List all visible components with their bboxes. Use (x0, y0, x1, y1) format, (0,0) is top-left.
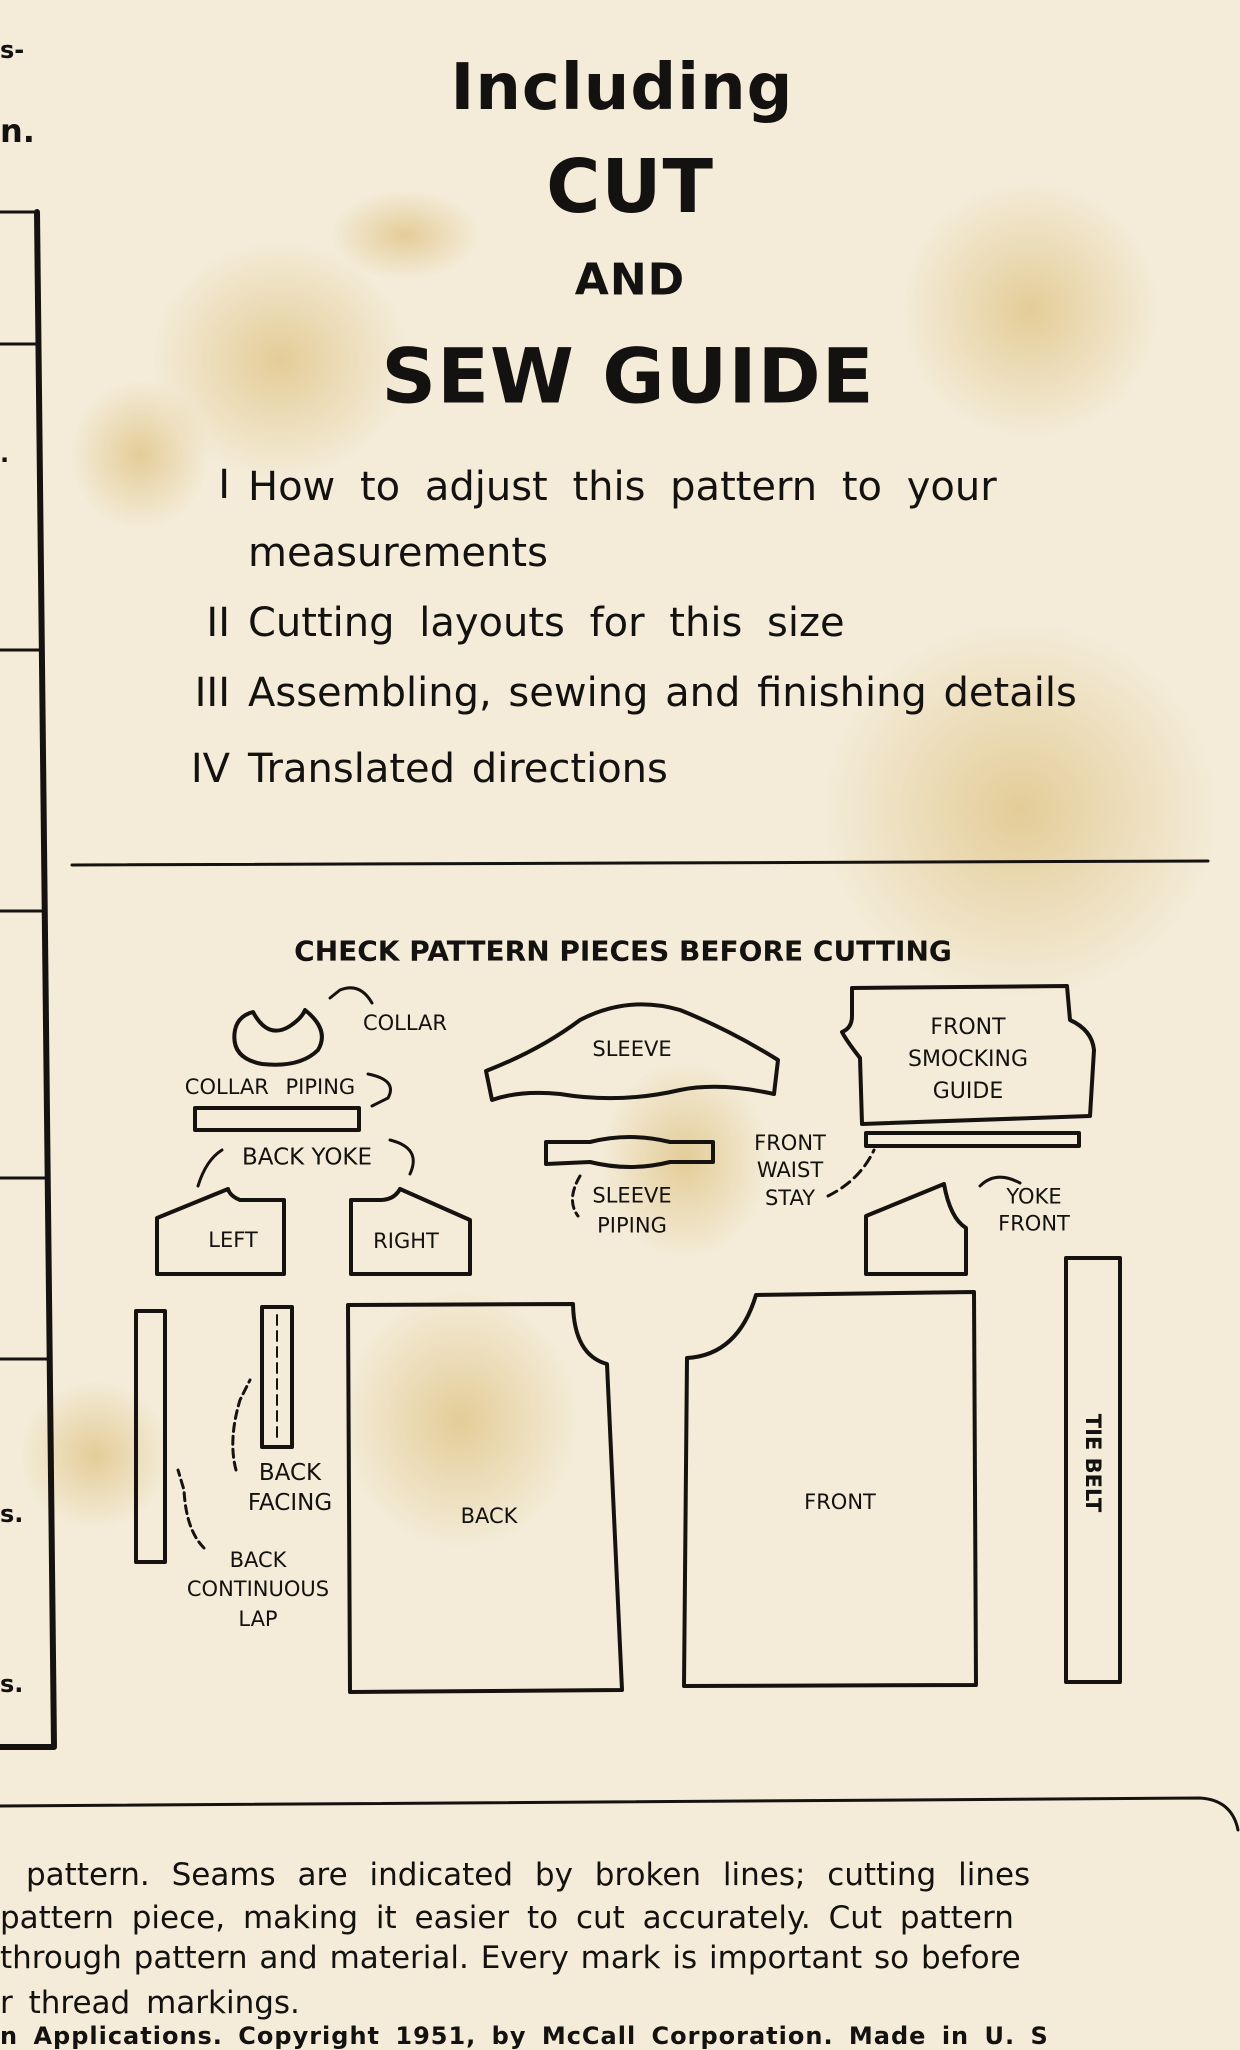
label-front-smocking-guide: FRONT SMOCKING GUIDE (908, 1012, 1028, 1108)
collar-piping-piece (193, 1106, 361, 1132)
label-line: FRONT (998, 1212, 1070, 1236)
instruction-line: pattern piece, making it easier to cut a… (0, 1900, 1014, 1936)
left-box-rule (0, 210, 50, 1361)
label-left: LEFT (208, 1227, 258, 1252)
label-right: RIGHT (373, 1228, 439, 1253)
label-collar: COLLAR (362, 1010, 448, 1035)
label-line: YOKE (1006, 1184, 1062, 1209)
title-sew-guide: SEW GUIDE (381, 331, 875, 421)
label-back-yoke: BACK YOKE (241, 1144, 373, 1171)
label-back-facing: BACK FACING (248, 1459, 332, 1519)
back-yoke-right-piece (349, 1187, 472, 1276)
tie-belt-piece (1064, 1256, 1122, 1684)
label-line: WAIST (756, 1158, 824, 1183)
yoke-front-arrow (978, 1175, 1022, 1188)
label-sleeve-piping: SLEEVE PIPING (592, 1181, 671, 1242)
sleeve-piping-piece (544, 1135, 715, 1169)
label-line: FACING (247, 1490, 333, 1516)
label-tie-belt: TIE BELT (1081, 1413, 1106, 1513)
front-smocking-guide-piece (840, 984, 1096, 1126)
label-back: BACK (460, 1503, 518, 1528)
margin-fragment: n. (0, 112, 35, 150)
copyright-line: n Applications. Copyright 1951, by McCal… (0, 2022, 1049, 2050)
back-yoke-arrow (388, 1138, 415, 1176)
label-line: LAP (238, 1606, 278, 1631)
label-line: STAY (764, 1185, 816, 1210)
title-including: Including (450, 51, 794, 125)
back-continuous-lap-piece (134, 1309, 167, 1564)
title-and: AND (574, 254, 686, 306)
front-piece (682, 1290, 978, 1688)
label-line: SMOCKING (907, 1047, 1029, 1073)
section-divider (70, 859, 1210, 867)
back-facing-piece (260, 1305, 294, 1449)
contents-number: III (194, 670, 230, 716)
sleeve-piping-arrow (571, 1174, 582, 1218)
collar-arrow (328, 986, 374, 1005)
label-sleeve: SLEEVE (592, 1036, 672, 1061)
contents-text: How to adjust this pattern to your measu… (248, 464, 997, 576)
label-line: CONTINUOUS (186, 1577, 330, 1602)
pieces-heading: CHECK PATTERN PIECES BEFORE CUTTING (294, 934, 952, 968)
contents-number: IV (190, 746, 230, 792)
title-cut: CUT (546, 144, 714, 230)
sleeve-piece (484, 1002, 780, 1102)
back-yoke-left-piece (155, 1187, 286, 1276)
label-front-waist-stay: FRONT WAIST STAY (754, 1130, 826, 1212)
label-line: FRONT (754, 1131, 826, 1156)
label-line: PIPING (597, 1214, 667, 1238)
label-line: SLEEVE (592, 1183, 672, 1208)
label-back-continuous-lap: BACK CONTINUOUS LAP (187, 1546, 329, 1634)
bottom-box-border (0, 1796, 1240, 1832)
margin-fragment: . (0, 440, 10, 468)
back-piece (346, 1302, 624, 1694)
contents-number: I (218, 462, 230, 508)
yoke-front-piece (864, 1182, 968, 1276)
label-line: BACK (229, 1547, 287, 1572)
contents-text: Translated directions (248, 746, 668, 792)
front-waist-stay-piece (864, 1131, 1081, 1148)
contents-text: Cutting layouts for this size (248, 600, 845, 646)
label-yoke-front: YOKE FRONT (998, 1184, 1070, 1239)
back-facing-arrow (231, 1378, 252, 1472)
margin-fragment: s- (0, 36, 25, 64)
label-line: GUIDE (932, 1078, 1004, 1104)
margin-fragment: s. (0, 1500, 24, 1528)
back-yoke-arrow (196, 1148, 224, 1188)
contents-text: Assembling, sewing and finishing details (248, 670, 1077, 716)
instruction-line: through pattern and material. Every mark… (0, 1940, 1021, 1976)
collar-piping-arrow (366, 1072, 392, 1108)
contents-item: IV Translated directions (150, 746, 1120, 792)
label-line: BACK (258, 1460, 322, 1487)
label-line: FRONT (930, 1015, 1006, 1041)
front-waist-stay-arrow (826, 1148, 876, 1198)
collar-piece (232, 1008, 324, 1067)
left-box-border (0, 209, 57, 1750)
label-collar-piping: COLLAR PIPING (184, 1074, 356, 1099)
margin-fragment: s. (0, 1670, 24, 1698)
contents-item: III Assembling, sewing and finishing det… (150, 670, 1120, 716)
contents-item: II Cutting layouts for this size (150, 600, 1120, 646)
label-front: FRONT (804, 1489, 876, 1514)
contents-number: II (206, 600, 230, 646)
instruction-line: r thread markings. (0, 1985, 300, 2021)
instruction-line: pattern. Seams are indicated by broken l… (26, 1857, 1031, 1893)
contents-item: I How to adjust this pattern to your mea… (150, 462, 1120, 586)
back-continuous-lap-arrow (176, 1468, 206, 1550)
